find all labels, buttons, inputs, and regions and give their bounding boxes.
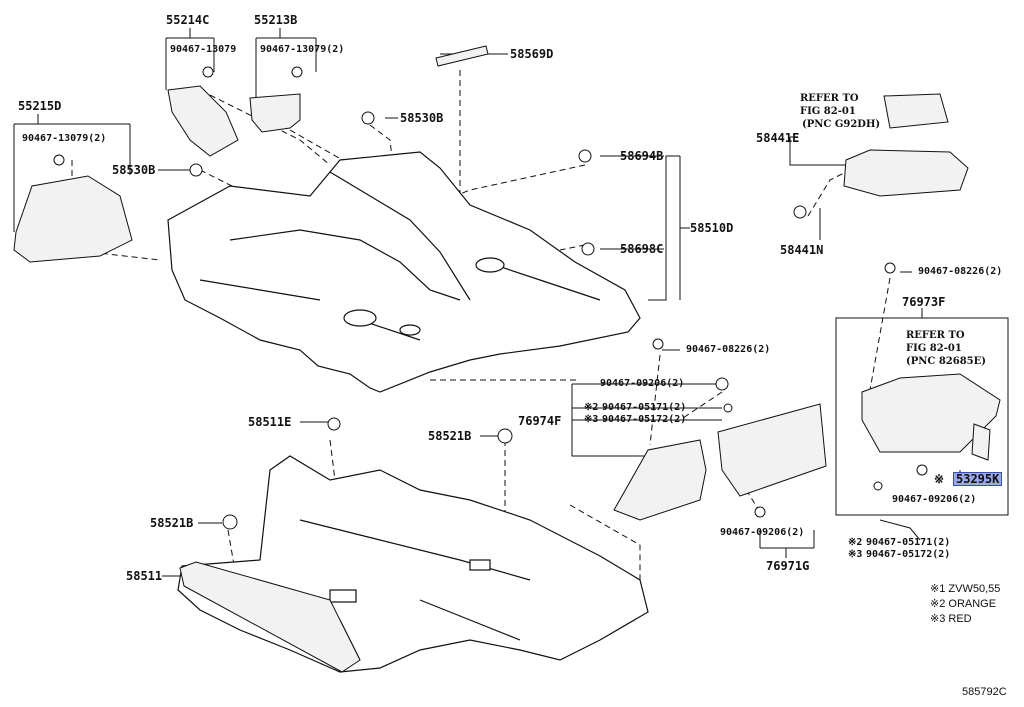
part-label-58441e[interactable]: 58441E — [756, 131, 800, 145]
note-2: ※2 ORANGE — [930, 598, 997, 610]
screw-label-6[interactable]: 90467-09206(2) — [600, 378, 685, 389]
part-label-58511e[interactable]: 58511E — [248, 415, 292, 429]
screw-label-3[interactable]: 90467-13079(2) — [22, 133, 107, 144]
part-label-58441n[interactable]: 58441N — [780, 243, 824, 257]
part-marker-53295k: ※ — [934, 472, 945, 486]
part-label-58510d[interactable]: 58510D — [690, 221, 734, 235]
part-label-58530b-top[interactable]: 58530B — [400, 111, 444, 125]
part-label-53295k-highlighted[interactable]: 53295K — [953, 472, 1003, 486]
note-1: ※1 ZVW50,55 — [930, 583, 1001, 595]
part-label-55213b[interactable]: 55213B — [254, 13, 298, 27]
screw-marker-2a: ※2 — [584, 402, 599, 413]
refer-line-2: REFER TO — [906, 330, 965, 341]
refer-fig-2[interactable]: FIG 82-01 — [906, 343, 962, 354]
screw-marker-2b: ※2 — [848, 537, 863, 548]
screw-label-2[interactable]: 90467-13079(2) — [260, 44, 345, 55]
screw-label-10[interactable]: 90467-09206(2) — [720, 527, 805, 538]
part-label-76971g[interactable]: 76971G — [766, 559, 810, 573]
part-label-58569d[interactable]: 58569D — [510, 47, 554, 61]
screw-label-12[interactable]: 90467-05172(2) — [866, 549, 951, 560]
part-label-58698c[interactable]: 58698C — [620, 242, 664, 256]
note-3: ※3 RED — [930, 613, 972, 625]
refer-fig-1[interactable]: FIG 82-01 — [800, 106, 856, 117]
part-label-76974f[interactable]: 76974F — [518, 414, 562, 428]
part-label-58530b-left[interactable]: 58530B — [112, 163, 156, 177]
screw-label-8[interactable]: 90467-05172(2) — [602, 414, 687, 425]
part-label-58521b-center[interactable]: 58521B — [428, 429, 472, 443]
screw-label-4[interactable]: 90467-08226(2) — [918, 266, 1003, 277]
screw-label-11[interactable]: 90467-05171(2) — [866, 537, 951, 548]
part-label-58511[interactable]: 58511 — [126, 569, 163, 583]
screw-marker-3b: ※3 — [848, 549, 863, 560]
part-label-58694b[interactable]: 58694B — [620, 149, 664, 163]
screw-label-1[interactable]: 90467-13079 — [170, 44, 237, 55]
screw-label-9[interactable]: 90467-09206(2) — [892, 494, 977, 505]
refer-line-1: REFER TO — [800, 93, 859, 104]
screw-label-5[interactable]: 90467-08226(2) — [686, 344, 771, 355]
part-label-58521b-left[interactable]: 58521B — [150, 516, 194, 530]
diagram-code: 585792C — [962, 686, 1007, 698]
part-label-76973f[interactable]: 76973F — [902, 295, 946, 309]
screw-marker-3a: ※3 — [584, 414, 599, 425]
refer-pnc-1: (PNC G92DH) — [802, 119, 881, 130]
part-label-55215d[interactable]: 55215D — [18, 99, 62, 113]
refer-pnc-2: (PNC 82685E) — [906, 356, 986, 367]
part-label-55214c[interactable]: 55214C — [166, 13, 210, 27]
screw-label-7[interactable]: 90467-05171(2) — [602, 402, 687, 413]
